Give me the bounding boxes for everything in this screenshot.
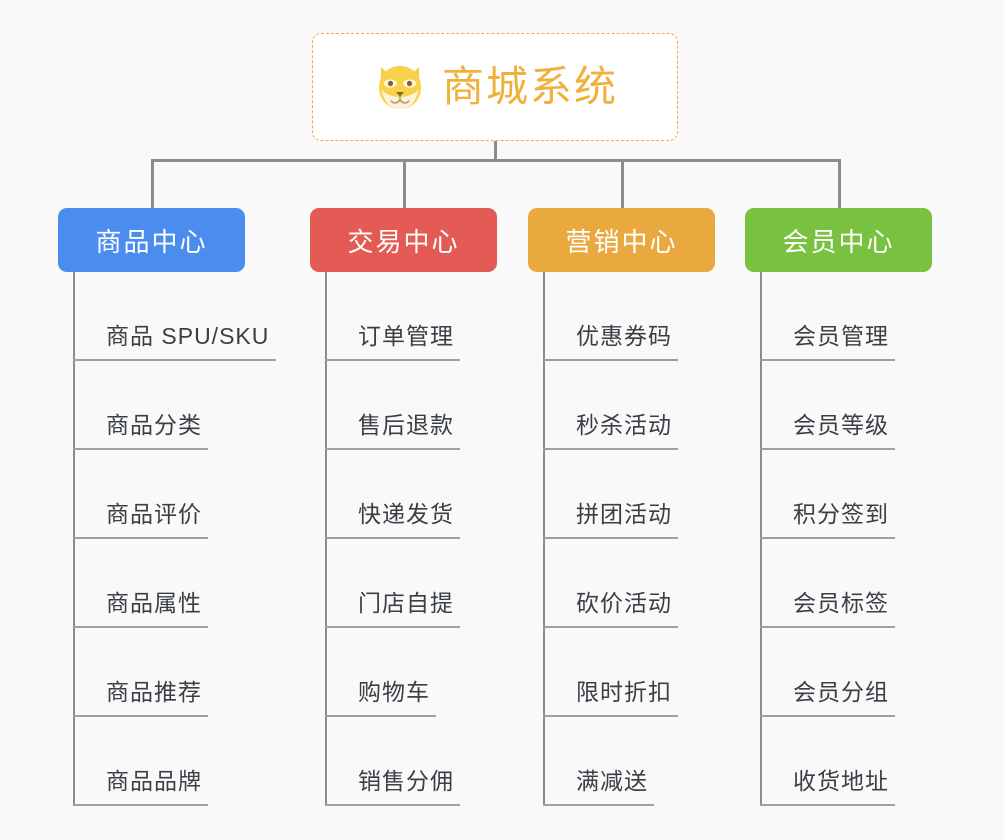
leaf-underline [73,537,208,539]
leaf-label: 收货地址 [793,768,889,794]
leaf-underline [325,537,460,539]
leaf-list-2: 订单管理 售后退款 快递发货 门店自提 购物车 销售分佣 [325,272,560,806]
leaf-underline [73,804,208,806]
leaf-label: 商品分类 [106,412,202,438]
leaf-label: 积分签到 [793,501,889,527]
leaf-item[interactable]: 会员等级 [760,361,995,450]
leaf-underline [325,804,460,806]
leaf-label: 订单管理 [358,323,454,349]
leaf-label: 商品 SPU/SKU [106,323,270,349]
leaf-underline [543,537,678,539]
leaf-list-4: 会员管理 会员等级 积分签到 会员标签 会员分组 收货地址 [760,272,995,806]
column-spine-4 [760,272,762,806]
leaf-item[interactable]: 会员管理 [760,272,995,361]
leaf-item[interactable]: 秒杀活动 [543,361,778,450]
leaf-item[interactable]: 会员标签 [760,539,995,628]
leaf-underline [760,804,895,806]
leaf-label: 销售分佣 [358,768,454,794]
connector-drop-2 [403,159,406,209]
leaf-underline [325,359,460,361]
leaf-item[interactable]: 订单管理 [325,272,560,361]
leaf-label: 砍价活动 [576,590,672,616]
leaf-underline [325,715,436,717]
leaf-label: 商品评价 [106,501,202,527]
leaf-item[interactable]: 快递发货 [325,450,560,539]
leaf-label: 优惠券码 [576,323,672,349]
leaf-underline [73,626,208,628]
category-header-label: 会员中心 [782,226,895,257]
leaf-label: 商品属性 [106,590,202,616]
leaf-underline [543,626,678,628]
leaf-underline [760,537,895,539]
leaf-label: 快递发货 [358,501,454,527]
leaf-item[interactable]: 商品推荐 [73,628,308,717]
connector-horizontal-bus [151,159,841,162]
leaf-item[interactable]: 商品评价 [73,450,308,539]
leaf-underline [73,715,208,717]
connector-root-stem [494,141,497,161]
category-header-4[interactable]: 会员中心 [745,208,932,272]
leaf-item[interactable]: 满减送 [543,717,778,806]
connector-drop-3 [621,159,624,209]
category-header-label: 交易中心 [347,226,460,257]
leaf-list-3: 优惠券码 秒杀活动 拼团活动 砍价活动 限时折扣 满减送 [543,272,778,806]
category-header-1[interactable]: 商品中心 [58,208,245,272]
connector-drop-4 [838,159,841,209]
leaf-label: 商品推荐 [106,679,202,705]
shiba-dog-face-icon [372,59,428,115]
category-header-2[interactable]: 交易中心 [310,208,497,272]
leaf-underline [73,448,208,450]
root-title: 商城系统 [441,63,618,110]
leaf-item[interactable]: 销售分佣 [325,717,560,806]
leaf-item[interactable]: 商品属性 [73,539,308,628]
column-spine-1 [73,272,75,806]
leaf-label: 会员管理 [793,323,889,349]
leaf-underline [73,359,276,361]
leaf-item[interactable]: 门店自提 [325,539,560,628]
leaf-label: 满减送 [576,768,648,794]
root-node[interactable]: 商城系统 [312,33,678,141]
leaf-underline [760,626,895,628]
leaf-label: 秒杀活动 [576,412,672,438]
leaf-item[interactable]: 商品 SPU/SKU [73,272,308,361]
leaf-item[interactable]: 积分签到 [760,450,995,539]
leaf-label: 拼团活动 [576,501,672,527]
leaf-underline [760,359,895,361]
leaf-item[interactable]: 优惠券码 [543,272,778,361]
leaf-label: 会员等级 [793,412,889,438]
leaf-underline [760,715,895,717]
column-spine-3 [543,272,545,806]
category-header-label: 商品中心 [95,226,208,257]
leaf-item[interactable]: 限时折扣 [543,628,778,717]
leaf-item[interactable]: 商品分类 [73,361,308,450]
leaf-underline [543,715,678,717]
leaf-label: 会员标签 [793,590,889,616]
leaf-item[interactable]: 收货地址 [760,717,995,806]
leaf-label: 商品品牌 [106,768,202,794]
leaf-underline [543,359,678,361]
leaf-label: 售后退款 [358,412,454,438]
leaf-item[interactable]: 拼团活动 [543,450,778,539]
connector-drop-1 [151,159,154,209]
leaf-label: 会员分组 [793,679,889,705]
leaf-item[interactable]: 售后退款 [325,361,560,450]
leaf-label: 门店自提 [358,590,454,616]
leaf-underline [325,626,460,628]
leaf-item[interactable]: 商品品牌 [73,717,308,806]
leaf-list-1: 商品 SPU/SKU 商品分类 商品评价 商品属性 商品推荐 商品品牌 [73,272,308,806]
leaf-underline [543,804,654,806]
leaf-label: 购物车 [358,679,430,705]
leaf-item[interactable]: 会员分组 [760,628,995,717]
leaf-item[interactable]: 购物车 [325,628,560,717]
category-header-label: 营销中心 [565,226,678,257]
leaf-label: 限时折扣 [576,679,672,705]
leaf-item[interactable]: 砍价活动 [543,539,778,628]
leaf-underline [760,448,895,450]
leaf-underline [543,448,678,450]
column-spine-2 [325,272,327,806]
leaf-underline [325,448,460,450]
category-header-3[interactable]: 营销中心 [528,208,715,272]
